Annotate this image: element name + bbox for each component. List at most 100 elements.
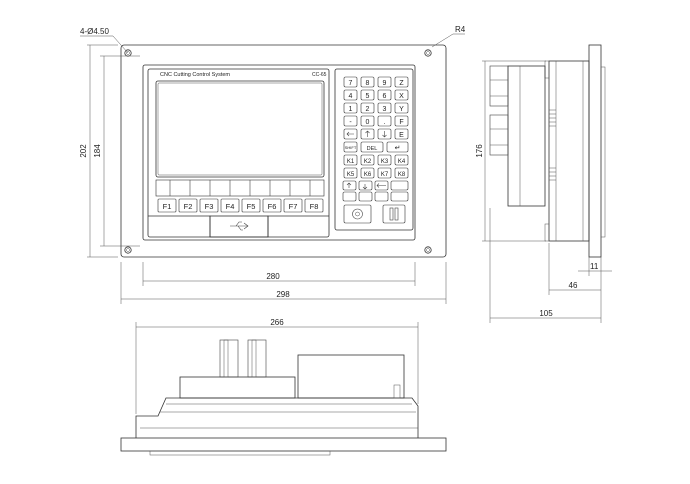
svg-text:SHIFT: SHIFT xyxy=(345,145,357,150)
key-arrow-up[interactable] xyxy=(360,128,375,140)
jog-key-6[interactable] xyxy=(358,191,373,202)
jog-keys xyxy=(342,180,409,202)
key-9[interactable]: 9 xyxy=(377,76,392,88)
function-key-f2[interactable]: F2 xyxy=(178,198,198,213)
key-arrow-left[interactable] xyxy=(343,128,358,140)
side-view: 176 11 46 105 xyxy=(475,44,612,323)
key-del[interactable]: DEL xyxy=(360,141,384,153)
keypad-row-6: SHIFT DEL ↵ xyxy=(343,141,409,153)
keypad-row-1: 7 8 9 Z xyxy=(343,76,409,88)
key-k7[interactable]: K7 xyxy=(377,167,392,179)
key-z[interactable]: Z xyxy=(394,76,409,88)
svg-text:K4: K4 xyxy=(398,159,406,165)
front-inner-panel xyxy=(142,64,416,241)
pause-icon xyxy=(389,207,394,221)
function-key-f6[interactable]: F6 xyxy=(262,198,282,213)
numeric-keypad: 7 8 9 Z 4 5 6 X 1 2 3 Y - 0 . F xyxy=(342,76,409,224)
svg-text:F8: F8 xyxy=(310,202,319,211)
keypad-row-3: 1 2 3 Y xyxy=(343,102,409,114)
function-key-f7[interactable]: F7 xyxy=(283,198,303,213)
keypad-row-8: K5 K6 K7 K8 xyxy=(343,167,409,179)
mount-hole-bottom-left xyxy=(124,246,132,254)
svg-text:K3: K3 xyxy=(381,159,389,165)
dim-105: 105 xyxy=(539,309,553,318)
arrow-left-icon xyxy=(346,131,354,137)
key-dot[interactable]: . xyxy=(377,115,392,127)
key-minus[interactable]: - xyxy=(343,115,358,127)
key-arrow-down[interactable] xyxy=(377,128,392,140)
function-key-f5[interactable]: F5 xyxy=(241,198,261,213)
svg-text:F7: F7 xyxy=(289,202,298,211)
key-e[interactable]: E xyxy=(394,128,409,140)
bottom-panel-body xyxy=(135,397,419,438)
svg-text:6: 6 xyxy=(383,93,387,100)
key-k2[interactable]: K2 xyxy=(360,154,375,166)
panel-title: CNC Cutting Control System xyxy=(160,72,230,78)
function-key-f8[interactable]: F8 xyxy=(304,198,324,213)
svg-text:F: F xyxy=(399,119,403,126)
key-x[interactable]: X xyxy=(394,89,409,101)
key-k6[interactable]: K6 xyxy=(360,167,375,179)
front-outer-plate xyxy=(120,44,447,258)
mount-hole-top-right xyxy=(424,49,432,57)
svg-text:K6: K6 xyxy=(364,172,372,178)
key-6[interactable]: 6 xyxy=(377,89,392,101)
side-panel-body xyxy=(548,60,590,242)
key-k1[interactable]: K1 xyxy=(343,154,358,166)
jog-key-2[interactable] xyxy=(358,180,373,191)
jog-key-1[interactable] xyxy=(342,180,357,191)
key-f[interactable]: F xyxy=(394,115,409,127)
function-key-f1[interactable]: F1 xyxy=(157,198,177,213)
key-k5[interactable]: K5 xyxy=(343,167,358,179)
function-key-f4[interactable]: F4 xyxy=(220,198,240,213)
front-view: 4-Ø4.50 R4 CNC Cutting Control System CC… xyxy=(79,25,466,304)
speed-dial[interactable] xyxy=(343,204,372,224)
svg-text:0: 0 xyxy=(366,119,370,126)
function-key-f3[interactable]: F3 xyxy=(199,198,219,213)
key-enter[interactable]: ↵ xyxy=(386,141,409,153)
key-3[interactable]: 3 xyxy=(377,102,392,114)
key-4[interactable]: 4 xyxy=(343,89,358,101)
function-key-row: F1 F2 F3 F4 F5 F6 F7 F8 xyxy=(157,198,324,213)
key-5[interactable]: 5 xyxy=(360,89,375,101)
key-k4[interactable]: K4 xyxy=(394,154,409,166)
key-8[interactable]: 8 xyxy=(360,76,375,88)
panel-model: CC-65 xyxy=(312,72,327,78)
svg-text:K5: K5 xyxy=(347,172,355,178)
jog-key-8[interactable] xyxy=(390,191,409,202)
svg-text:-: - xyxy=(349,119,352,126)
key-y[interactable]: Y xyxy=(394,102,409,114)
key-k8[interactable]: K8 xyxy=(394,167,409,179)
keypad-row-5: E xyxy=(343,128,409,140)
jog-key-4[interactable] xyxy=(390,180,409,191)
lcd-screen xyxy=(155,80,325,178)
pause-button[interactable] xyxy=(382,204,406,224)
dim-11: 11 xyxy=(590,262,599,271)
svg-text:Z: Z xyxy=(399,80,404,87)
dim-298: 298 xyxy=(276,290,290,299)
dial-icon xyxy=(352,208,363,220)
keypad-row-7: K1 K2 K3 K4 xyxy=(343,154,409,166)
dim-266: 266 xyxy=(270,318,284,327)
key-shift[interactable]: SHIFT xyxy=(343,141,358,153)
key-0[interactable]: 0 xyxy=(360,115,375,127)
key-k3[interactable]: K3 xyxy=(377,154,392,166)
usb-icon xyxy=(230,221,249,231)
front-dimensions: 280 298 202 184 xyxy=(79,44,447,304)
svg-text:F5: F5 xyxy=(247,202,256,211)
svg-text:4: 4 xyxy=(349,93,353,100)
key-7[interactable]: 7 xyxy=(343,76,358,88)
svg-text:K1: K1 xyxy=(347,159,355,165)
svg-text:.: . xyxy=(384,119,386,126)
jog-arrow-icon xyxy=(346,182,386,190)
jog-key-7[interactable] xyxy=(374,191,389,202)
keypad-row-4: - 0 . F xyxy=(343,115,409,127)
jog-key-5[interactable] xyxy=(342,191,357,202)
hole-callout: 4-Ø4.50 xyxy=(80,27,109,36)
key-1[interactable]: 1 xyxy=(343,102,358,114)
svg-text:K8: K8 xyxy=(398,172,406,178)
svg-text:F1: F1 xyxy=(163,202,172,211)
dim-176: 176 xyxy=(475,144,484,158)
key-2[interactable]: 2 xyxy=(360,102,375,114)
